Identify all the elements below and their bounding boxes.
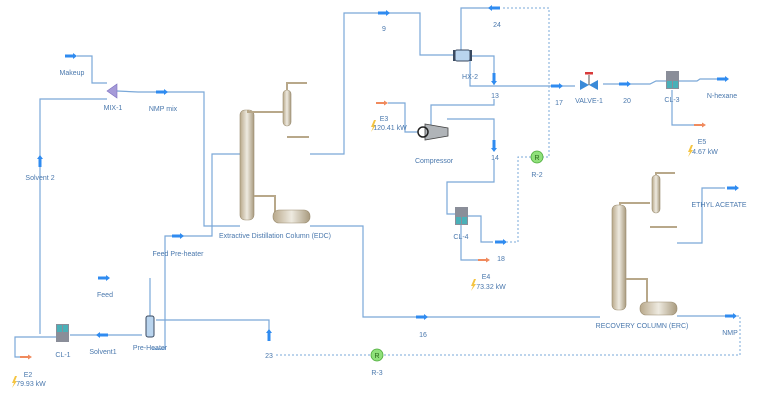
r3-label: R-3 xyxy=(371,370,382,377)
lightning-icons xyxy=(12,120,693,388)
preheater-icon[interactable] xyxy=(145,315,155,338)
stream-16-arrow xyxy=(416,314,428,320)
feed-preheater-label: Feed Pre-heater xyxy=(153,251,205,258)
stream-23-label: 23 xyxy=(265,353,273,360)
makeup-label: Makeup xyxy=(60,70,85,77)
e4-energy-arrow xyxy=(478,257,490,263)
stream-16-label: 16 xyxy=(419,332,427,339)
cl1-label: CL-1 xyxy=(55,352,70,359)
solvent1-arrow xyxy=(96,332,108,338)
e3-lightning-icon xyxy=(371,120,376,132)
solvent1-label: Solvent1 xyxy=(89,349,116,356)
hx2-icon[interactable] xyxy=(453,49,472,62)
edc-label: Extractive Distillation Column (EDC) xyxy=(219,233,331,240)
e3-value: 120.41 kW xyxy=(373,125,407,132)
cl4-out-arrow xyxy=(495,239,507,245)
stream-20-arrow xyxy=(619,81,631,87)
stream-lines xyxy=(14,7,741,358)
valve1-label: VALVE-1 xyxy=(575,98,603,105)
stream-13-arrow xyxy=(491,73,497,85)
e4-lightning-icon xyxy=(471,279,476,291)
edc-column-icon[interactable] xyxy=(239,82,311,224)
r3-recycle-block[interactable]: R xyxy=(370,348,384,362)
r2-glyph: R xyxy=(534,155,539,162)
cl4-icon[interactable] xyxy=(455,207,468,225)
cl3-label: CL-3 xyxy=(664,97,679,104)
stream-14-label: 14 xyxy=(491,155,499,162)
nhexane-arrow xyxy=(717,76,729,82)
e5-name: E5 xyxy=(698,139,707,146)
compressor-icon[interactable] xyxy=(417,123,449,141)
nmp-arrow xyxy=(725,313,737,319)
e2-energy-arrow xyxy=(20,354,32,360)
cl3-icon[interactable] xyxy=(666,71,679,89)
ethyl-acetate-arrow xyxy=(727,185,739,191)
stream-23-arrow xyxy=(266,329,272,341)
stream-24-label: 24 xyxy=(493,22,501,29)
stream-arrows xyxy=(20,5,739,360)
erc-column-icon[interactable] xyxy=(611,172,678,316)
preheater-label: Pre-Heater xyxy=(133,345,168,352)
compressor-label: Compressor xyxy=(415,158,454,165)
nmp-mix-label: NMP mix xyxy=(149,106,178,113)
labels: Makeup MIX-1 NMP mix Solvent 2 9 24 HX-2… xyxy=(16,22,747,388)
r2-label: R-2 xyxy=(531,172,542,179)
stream-17-arrow xyxy=(551,83,563,89)
makeup-arrow xyxy=(65,53,77,59)
stream-9-label: 9 xyxy=(382,26,386,33)
stream-14-arrow xyxy=(491,140,497,152)
nmp-label: NMP xyxy=(722,330,738,337)
stream-18-label: 18 xyxy=(497,256,505,263)
feed-preheater-arrow xyxy=(172,233,184,239)
solvent2-arrow xyxy=(37,155,43,167)
mix1-label: MIX-1 xyxy=(104,105,123,112)
e5-lightning-icon xyxy=(688,145,693,157)
stream-13-label: 13 xyxy=(491,93,499,100)
e5-value: 4.67 kW xyxy=(692,149,718,156)
ethyl-acetate-label: ETHYL ACETATE xyxy=(691,202,746,209)
e2-lightning-icon xyxy=(12,376,17,388)
e4-value: 73.32 kW xyxy=(476,284,506,291)
e2-name: E2 xyxy=(24,372,33,379)
r3-glyph: R xyxy=(374,353,379,360)
feed-label: Feed xyxy=(97,292,113,299)
e3-name: E3 xyxy=(380,116,389,123)
nmp-mix-arrow xyxy=(156,89,168,95)
stream-17-label: 17 xyxy=(555,100,563,107)
stream-24-arrow xyxy=(488,5,500,11)
valve1-icon[interactable] xyxy=(580,72,598,90)
nhexane-label: N-hexane xyxy=(707,93,737,100)
cl1-icon[interactable] xyxy=(56,324,69,342)
stream-9-arrow xyxy=(378,10,390,16)
hx2-label: HX-2 xyxy=(462,74,478,81)
e2-value: 79.93 kW xyxy=(16,381,46,388)
erc-label: RECOVERY COLUMN (ERC) xyxy=(596,323,689,330)
e3-energy-arrow xyxy=(376,100,388,106)
solvent2-label: Solvent 2 xyxy=(25,175,54,182)
e4-name: E4 xyxy=(482,274,491,281)
mix1-icon[interactable] xyxy=(106,83,118,99)
stream-20-label: 20 xyxy=(623,98,631,105)
cl4-label: CL-4 xyxy=(453,234,468,241)
r2-recycle-block[interactable]: R xyxy=(530,150,544,164)
e5-energy-arrow xyxy=(694,122,706,128)
feed-arrow xyxy=(98,275,110,281)
